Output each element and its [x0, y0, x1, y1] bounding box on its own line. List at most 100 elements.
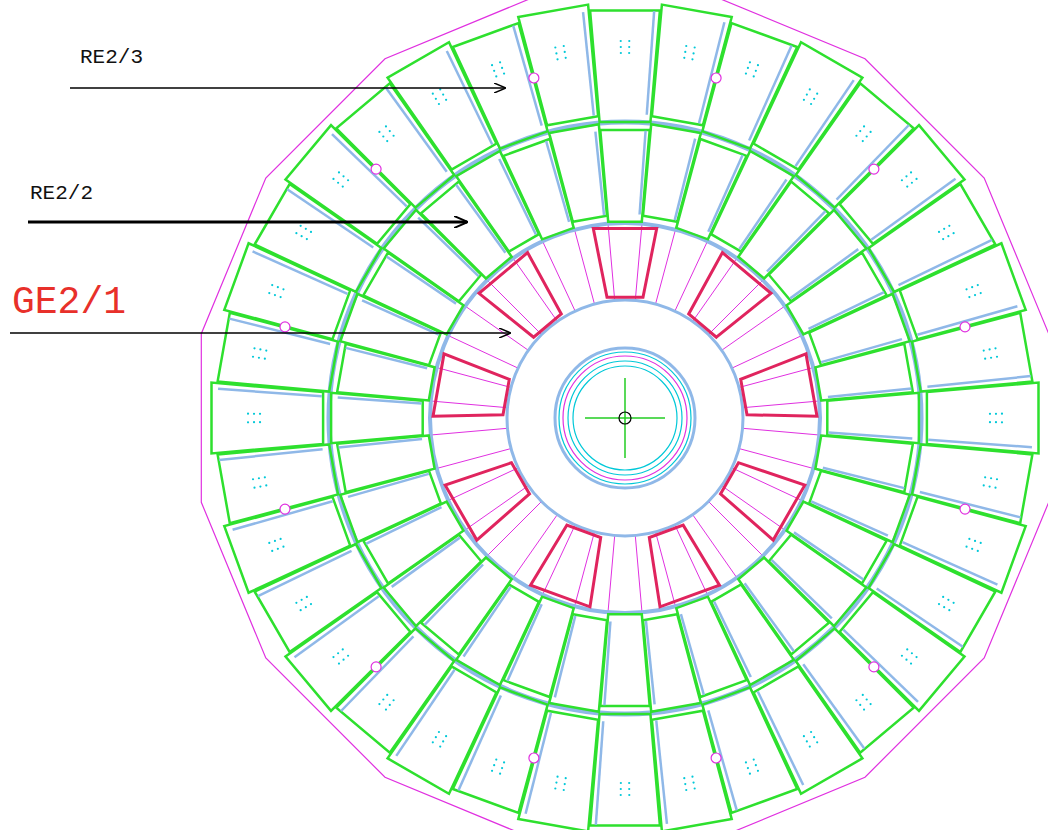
mount-dot [264, 476, 266, 478]
mount-dot [493, 764, 495, 766]
chamber-frame [675, 139, 695, 220]
mount-dot [620, 52, 622, 54]
rpc-chamber [702, 23, 797, 149]
mount-dot [859, 130, 861, 132]
chamber-frame [348, 474, 429, 497]
mount-dot [745, 761, 747, 763]
mount-dot [337, 182, 339, 184]
ring-boundary [329, 122, 921, 714]
mount-dot [495, 758, 497, 760]
rpc-chamber [927, 383, 1039, 454]
mount-dot [253, 487, 255, 489]
mount-hole [529, 753, 539, 763]
mount-dot [556, 58, 558, 60]
mount-dot [268, 292, 270, 294]
mount-dot [554, 787, 556, 789]
mount-dot [620, 40, 622, 42]
mount-dot [347, 179, 349, 181]
mount-dot [994, 347, 996, 349]
mount-dot [915, 178, 917, 180]
chamber-frame [771, 560, 831, 618]
chamber-frame [823, 468, 904, 488]
chamber-frame [811, 501, 888, 535]
mount-dot [620, 788, 622, 790]
mount-dot [300, 609, 302, 611]
mount-dot [683, 57, 685, 59]
mount-dot [816, 93, 818, 95]
mount-dot [915, 656, 917, 658]
mount-dot [378, 131, 380, 133]
mount-dot [301, 235, 303, 237]
chamber-frame [708, 710, 736, 810]
chamber-frame [425, 564, 483, 624]
rpc-chamber [336, 628, 454, 752]
chamber-frame [877, 588, 963, 646]
mount-dot [271, 284, 273, 286]
chamber-frame [898, 240, 992, 285]
rpc-chamber [869, 184, 996, 292]
mount-dot [280, 296, 282, 298]
mount-dot [995, 421, 997, 423]
mount-dot [628, 782, 630, 784]
chamber-frame [366, 507, 442, 544]
rpc-chamber [453, 687, 548, 813]
chamber-frame [464, 587, 511, 657]
leader-line [70, 87, 505, 89]
rpc-chamber [711, 151, 794, 252]
mount-dot [753, 75, 755, 77]
mount-dot [555, 52, 557, 54]
mount-dot [628, 46, 630, 48]
mount-dot [810, 103, 812, 105]
mount-dot [747, 67, 749, 69]
chamber-frame [821, 339, 902, 362]
rpc-chamber [702, 687, 797, 813]
chamber-frame [229, 319, 330, 344]
mount-dot [694, 787, 696, 789]
mount-dot [310, 603, 312, 605]
mount-dot [620, 794, 622, 796]
mount-dot [684, 51, 686, 53]
mount-dot [990, 357, 992, 359]
chamber-frame [917, 306, 1017, 334]
mount-dot [685, 45, 687, 47]
chamber-frame [392, 538, 460, 587]
mount-dot [753, 758, 755, 760]
mount-dot [495, 75, 497, 77]
chamber-frame [258, 551, 352, 596]
mount-dot [252, 356, 254, 358]
mount-dot [628, 794, 630, 796]
chamber-frame [749, 46, 791, 141]
mount-dot [974, 294, 976, 296]
mount-hole [960, 504, 970, 514]
mount-dot [905, 175, 907, 177]
mount-dot [277, 548, 279, 550]
mount-dot [855, 135, 857, 137]
mount-dot [813, 98, 815, 100]
center-cross [624, 378, 626, 458]
ring-boundary [555, 348, 695, 488]
chamber-frame [803, 664, 864, 748]
mount-dot [620, 46, 622, 48]
chamber-frame [843, 630, 918, 702]
mount-dot [855, 699, 857, 701]
mount-dot [389, 704, 391, 706]
mount-dot [332, 656, 334, 658]
mount-dot [282, 288, 284, 290]
mount-dot [332, 178, 334, 180]
mount-dot [258, 477, 260, 479]
mount-dot [971, 548, 973, 550]
chamber-frame [339, 439, 423, 448]
chamber-frame [456, 185, 505, 253]
chamber-frame [386, 88, 447, 172]
mount-dot [809, 746, 811, 748]
mount-dot [382, 135, 384, 137]
chamber-frame [219, 449, 322, 460]
mount-dot [386, 140, 388, 142]
mount-dot [247, 421, 249, 423]
mount-dot [965, 288, 967, 290]
mount-dot [862, 694, 864, 696]
mount-dot [501, 67, 503, 69]
rpc-chamber [590, 11, 660, 123]
rpc-chamber [224, 497, 350, 593]
gem-chamber [593, 229, 656, 298]
